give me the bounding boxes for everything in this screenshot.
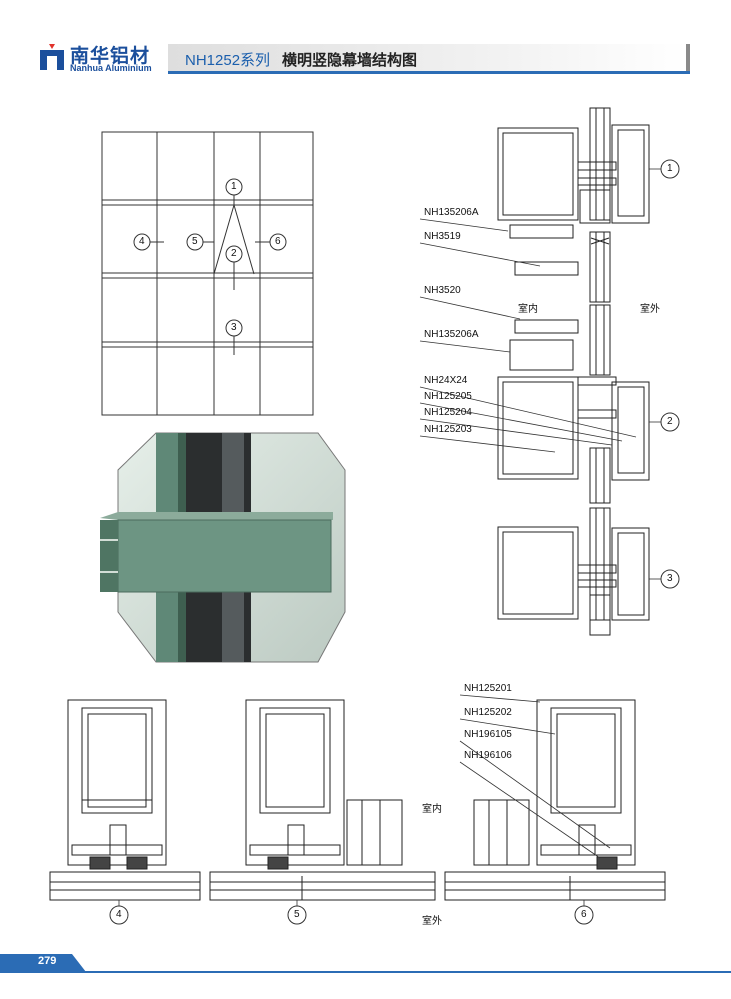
part-label: NH3520 bbox=[424, 285, 461, 296]
part-label: NH135206A bbox=[424, 329, 479, 340]
callout-6-elev: 6 bbox=[275, 236, 281, 247]
indoor-label: 室内 bbox=[518, 304, 538, 315]
brand-name-en: Nanhua Aluminium bbox=[70, 63, 152, 73]
part-label: NH196105 bbox=[464, 729, 512, 740]
part-label: NH125205 bbox=[424, 391, 472, 402]
outdoor-label: 室外 bbox=[640, 304, 660, 315]
title-underline bbox=[168, 71, 690, 74]
part-label: NH3519 bbox=[424, 231, 461, 242]
page-number-tab bbox=[0, 954, 86, 972]
callout-5-section: 5 bbox=[294, 909, 300, 920]
callout-4-elev: 4 bbox=[139, 236, 145, 247]
callout-6-section: 6 bbox=[581, 909, 587, 920]
facade-elevation bbox=[101, 131, 314, 416]
part-label: NH125204 bbox=[424, 407, 472, 418]
title-bar-accent bbox=[686, 44, 690, 71]
callout-1-elev: 1 bbox=[231, 181, 237, 192]
section-1 bbox=[497, 107, 650, 303]
callout-2-section: 2 bbox=[667, 416, 673, 427]
page-number: 279 bbox=[38, 955, 57, 967]
callout-3-elev: 3 bbox=[231, 322, 237, 333]
callout-circles bbox=[109, 159, 680, 925]
part-label: NH196106 bbox=[464, 750, 512, 761]
part-label: NH24X24 bbox=[424, 375, 468, 386]
section-3 bbox=[497, 507, 650, 636]
callout-4-section: 4 bbox=[116, 909, 122, 920]
brand-name-cn: 南华铝材 bbox=[70, 45, 151, 67]
part-label: NH125201 bbox=[464, 683, 512, 694]
series-name: NH1252系列 bbox=[185, 52, 271, 69]
outdoor-label-bottom: 室外 bbox=[422, 916, 442, 927]
part-label: NH125203 bbox=[424, 424, 472, 435]
isometric-view bbox=[100, 432, 346, 663]
leader-lines bbox=[118, 168, 662, 907]
callout-2-elev: 2 bbox=[231, 248, 237, 259]
indoor-label-bottom: 室内 bbox=[422, 804, 442, 815]
part-label: NH125202 bbox=[464, 707, 512, 718]
section-4 bbox=[49, 699, 201, 901]
section-5 bbox=[209, 699, 436, 901]
footer-line bbox=[0, 971, 731, 973]
title-bar bbox=[168, 44, 687, 71]
part-label: NH135206A bbox=[424, 207, 479, 218]
page-header: 南华铝材 Nanhua Aluminium NH1252系列 横明竖隐幕墙结构图 bbox=[0, 0, 731, 80]
callout-3-section: 3 bbox=[667, 573, 673, 584]
section-6 bbox=[444, 699, 666, 901]
callout-5-elev: 5 bbox=[192, 236, 198, 247]
nanhua-logo-icon bbox=[40, 44, 64, 70]
callout-1-section: 1 bbox=[667, 163, 673, 174]
section-2 bbox=[497, 304, 650, 504]
page-title: 横明竖隐幕墙结构图 bbox=[282, 51, 418, 69]
